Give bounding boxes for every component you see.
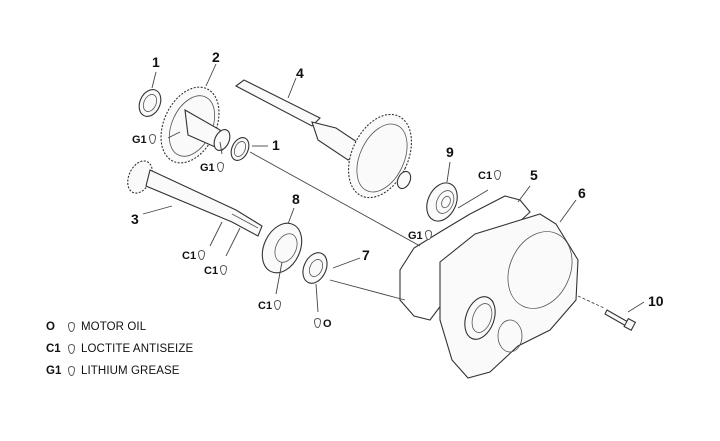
alignment-line — [329, 279, 406, 301]
lube-marker-c1: C1 — [258, 300, 282, 312]
cover-6 — [439, 213, 579, 379]
lube-marker-g1: G1 — [408, 230, 432, 242]
callout-2: 2 — [212, 49, 220, 65]
washer-1b — [230, 137, 250, 161]
lube-marker-g1: G1 — [200, 162, 224, 174]
oil-seal-7 — [302, 252, 328, 284]
lubricant-legend: O MOTOR OIL C1 LOCTITE ANTISEIZE G1 LITH… — [46, 316, 193, 382]
alignment-line — [249, 151, 421, 247]
callout-3: 3 — [131, 211, 139, 227]
marker-code: C1 — [204, 265, 219, 277]
legend-row: G1 LITHIUM GREASE — [46, 360, 193, 382]
bearing-9 — [426, 182, 458, 222]
drop-icon — [68, 344, 75, 354]
legend-code: O — [46, 321, 55, 333]
callout-1b: 1 — [272, 137, 280, 153]
drop-icon — [68, 322, 75, 332]
marker-code: C1 — [478, 170, 493, 182]
lube-marker-c1: C1 — [182, 250, 206, 262]
drop-icon — [68, 366, 75, 376]
callout-9: 9 — [446, 144, 454, 160]
bearing-8 — [261, 222, 303, 274]
callout-8: 8 — [292, 191, 300, 207]
drop-icon — [216, 162, 224, 172]
legend-code: C1 — [46, 343, 61, 355]
legend-text: LOCTITE ANTISEIZE — [81, 343, 194, 355]
marker-code: G1 — [132, 134, 147, 146]
callout-1a: 1 — [152, 54, 160, 70]
legend-row: O MOTOR OIL — [46, 316, 193, 338]
lube-marker-c1: C1 — [204, 265, 228, 277]
washer-1a — [138, 89, 162, 117]
legend-text: MOTOR OIL — [81, 321, 147, 333]
drop-icon — [198, 250, 206, 260]
callout-7: 7 — [362, 247, 370, 263]
marker-code: C1 — [258, 300, 273, 312]
lube-marker-o: O — [312, 318, 332, 330]
lube-marker-c1: C1 — [478, 170, 502, 182]
drop-icon — [274, 300, 282, 310]
legend-row: C1 LOCTITE ANTISEIZE — [46, 338, 193, 360]
alignment-line — [577, 295, 605, 309]
layshaft-4 — [234, 79, 413, 199]
drop-icon — [314, 318, 321, 328]
lube-marker-g1: G1 — [132, 134, 156, 146]
marker-code: G1 — [200, 162, 215, 174]
drop-icon — [494, 170, 502, 180]
legend-code: G1 — [46, 365, 62, 377]
callout-10: 10 — [648, 293, 664, 309]
gear-2 — [160, 86, 231, 164]
drop-icon — [220, 265, 228, 275]
callout-6: 6 — [578, 185, 586, 201]
marker-code: G1 — [408, 230, 423, 242]
screw-10 — [604, 309, 637, 332]
legend-text: LITHIUM GREASE — [81, 365, 180, 377]
output-shaft-3 — [127, 160, 263, 237]
drop-icon — [424, 230, 432, 240]
callout-4: 4 — [296, 65, 304, 81]
marker-code: O — [323, 318, 332, 330]
drop-icon — [148, 134, 156, 144]
marker-code: C1 — [182, 250, 197, 262]
callout-5: 5 — [530, 167, 538, 183]
